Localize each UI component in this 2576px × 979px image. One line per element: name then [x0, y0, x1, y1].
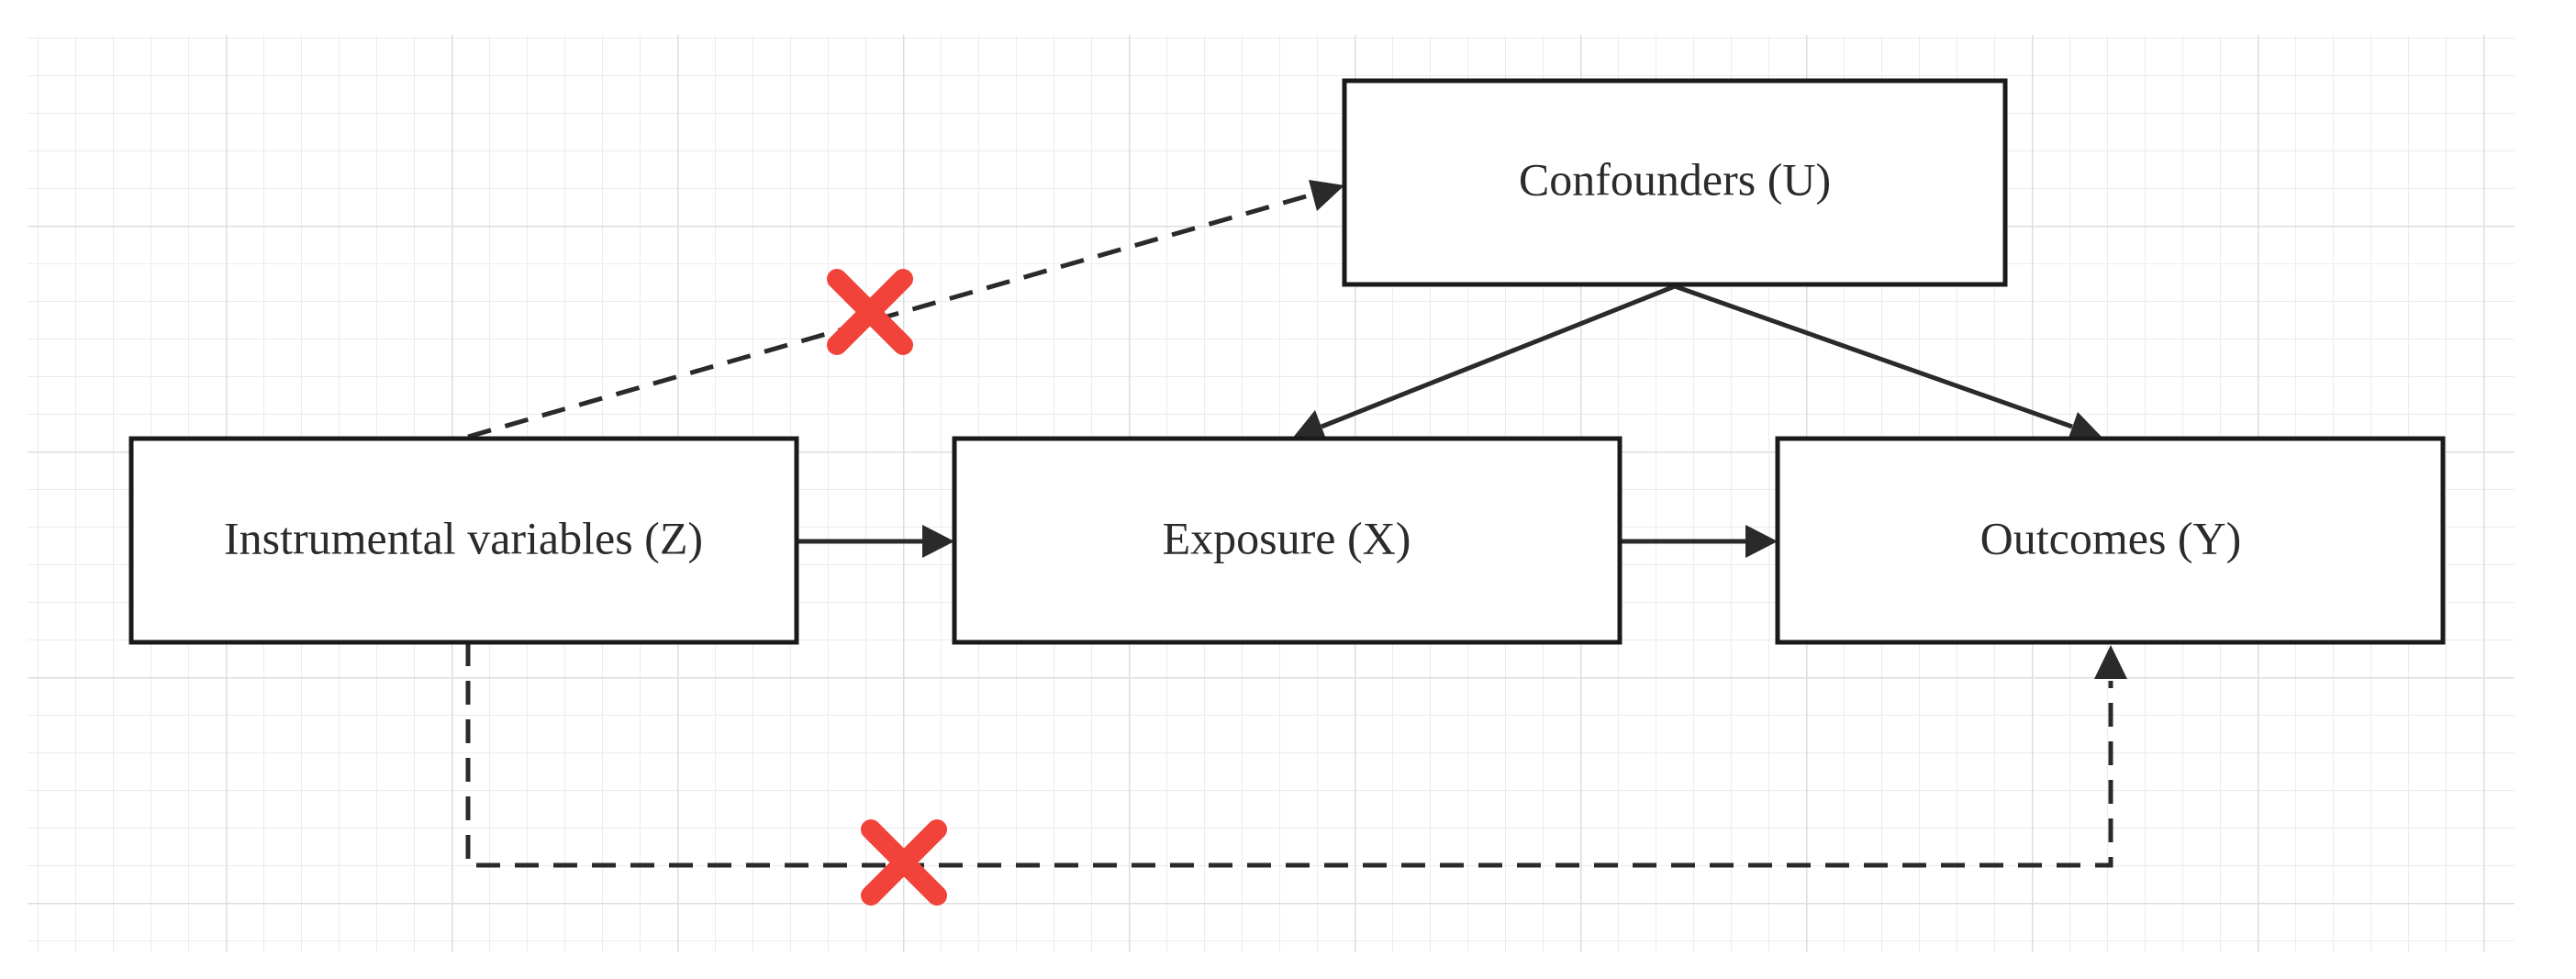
node-label-instrument: Instrumental variables (Z)	[224, 512, 703, 563]
node-label-outcomes: Outcomes (Y)	[1980, 512, 2242, 563]
node-exposure: Exposure (X)	[952, 436, 1623, 645]
node-instrument: Instrumental variables (Z)	[128, 436, 799, 645]
edge-instrument-to-confounders	[467, 192, 1313, 439]
arrowhead-outcomes-left	[1745, 525, 1778, 558]
node-label-confounders: Confounders (U)	[1519, 153, 1831, 205]
arrowhead-exposure-top	[1292, 410, 1327, 441]
node-label-exposure: Exposure (X)	[1163, 512, 1411, 563]
edge-confounders-to-exposure	[1321, 284, 1676, 429]
edge-confounders-to-outcomes	[1674, 284, 2073, 429]
arrowhead-outcomes-top	[2067, 412, 2103, 443]
cross-mark-icon	[861, 819, 947, 906]
edge-instrument-to-outcomes	[465, 642, 2113, 868]
arrowhead-outcomes-bottom	[2094, 645, 2127, 679]
node-confounders: Confounders (U)	[1342, 78, 2008, 287]
node-outcomes: Outcomes (Y)	[1775, 436, 2446, 645]
arrowhead-confounders-left	[1309, 180, 1344, 211]
cross-mark-icon	[827, 269, 913, 355]
arrowhead-exposure-left	[922, 525, 954, 558]
